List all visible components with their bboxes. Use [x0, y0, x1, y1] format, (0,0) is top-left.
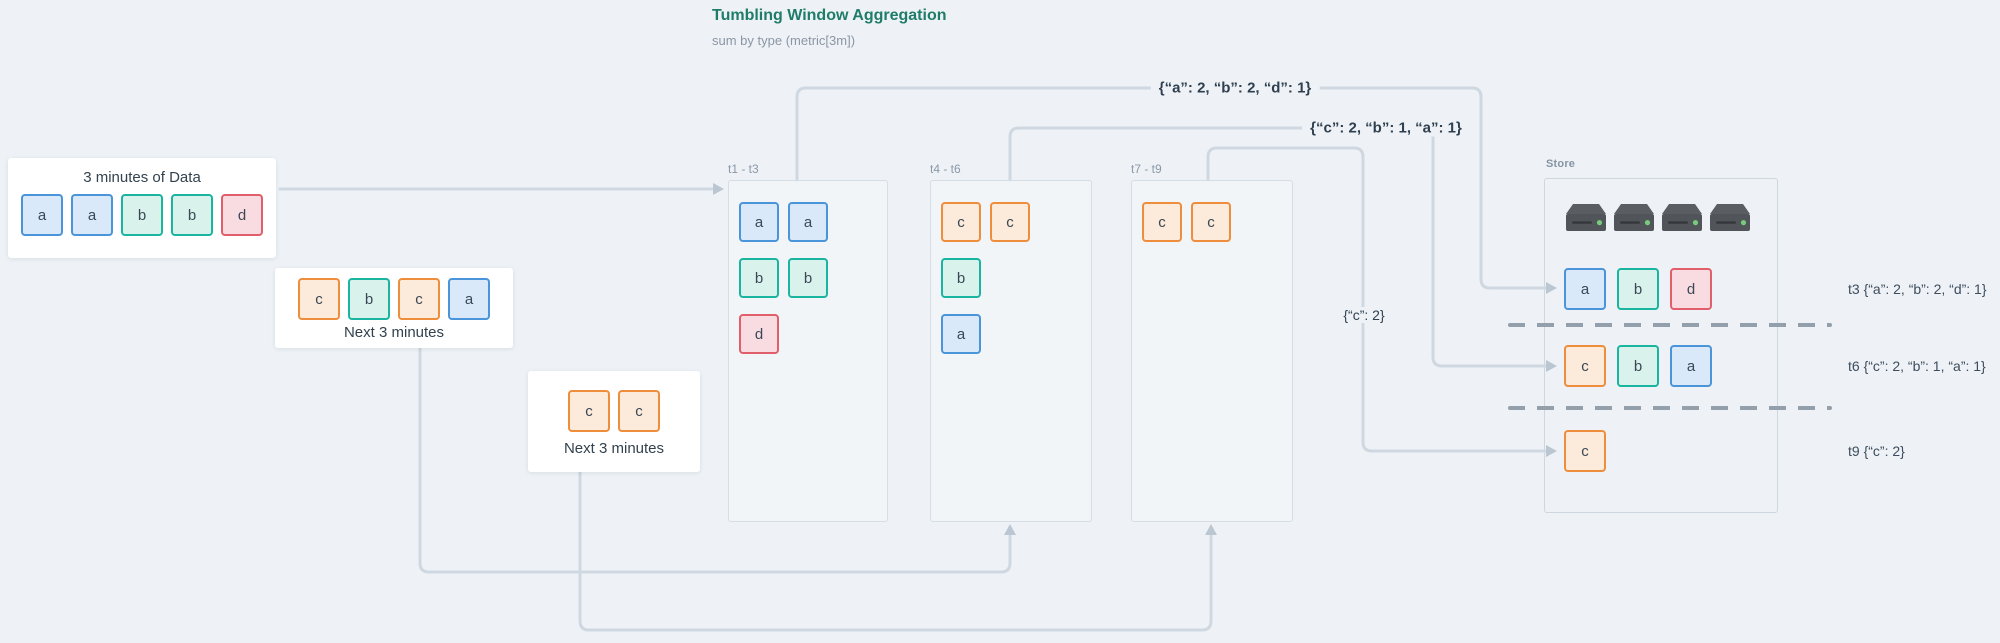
data-item-a: a	[739, 202, 779, 242]
aggregation-result-t9: {“c”: 2}	[1335, 307, 1393, 323]
data-item-c: c	[618, 390, 660, 432]
window-row: d	[739, 314, 887, 354]
data-item-c: c	[1191, 202, 1231, 242]
window-2-label: t4 - t6	[930, 162, 961, 176]
data-card-1-label: 3 minutes of Data	[83, 169, 201, 186]
arrowhead-up-icon	[1004, 524, 1016, 535]
arrowhead-right-icon	[1546, 282, 1557, 294]
store-divider-2	[1508, 406, 1832, 410]
store-label: Store	[1546, 158, 1576, 170]
data-item-c: c	[298, 278, 340, 320]
page-subtitle: sum by type (metric[3m])	[712, 33, 856, 48]
data-item-b: b	[348, 278, 390, 320]
data-item-a: a	[941, 314, 981, 354]
connector-card2-to-window2	[418, 346, 1012, 574]
server-icon	[1662, 204, 1702, 231]
store-row-t9: c	[1564, 430, 1606, 472]
arrowhead-right-icon	[713, 183, 724, 195]
arrowhead-right-icon	[1546, 360, 1557, 372]
data-item-c: c	[398, 278, 440, 320]
data-item-a: a	[1670, 345, 1712, 387]
data-item-d: d	[739, 314, 779, 354]
store-servers	[1566, 203, 1750, 233]
data-card-3-label: Next 3 minutes	[563, 440, 665, 457]
data-item-b: b	[1617, 345, 1659, 387]
window-row: b	[941, 258, 1091, 298]
server-icon	[1566, 204, 1606, 231]
arrowhead-up-icon	[1205, 524, 1217, 535]
store-row-label-t6: t6 {“c”: 2, “b”: 1, “a”: 1}	[1848, 358, 1986, 374]
data-item-d: d	[221, 194, 263, 236]
window-row: a	[941, 314, 1091, 354]
window-3-label: t7 - t9	[1131, 162, 1162, 176]
arrowhead-right-icon	[1546, 445, 1557, 457]
data-item-c: c	[941, 202, 981, 242]
store-row-label-t3: t3 {“a”: 2, “b”: 2, “d”: 1}	[1848, 281, 1987, 297]
data-item-d: d	[1670, 268, 1712, 310]
store-box	[1544, 178, 1778, 513]
data-item-b: b	[171, 194, 213, 236]
aggregation-result-t3: {“a”: 2, “b”: 2, “d”: 1}	[1150, 79, 1320, 97]
connector-window1-to-store-row1	[795, 86, 1547, 290]
data-item-a: a	[71, 194, 113, 236]
connector-card3-to-window3	[578, 470, 1213, 632]
data-item-a: a	[21, 194, 63, 236]
data-item-c: c	[990, 202, 1030, 242]
data-item-a: a	[1564, 268, 1606, 310]
data-item-c: c	[568, 390, 610, 432]
data-card-2-label: Next 3 minutes	[343, 324, 445, 341]
aggregation-result-t6: {“c”: 2, “b”: 1, “a”: 1}	[1302, 119, 1470, 137]
server-icon	[1710, 204, 1750, 231]
page-title: Tumbling Window Aggregation	[712, 7, 947, 24]
data-item-b: b	[121, 194, 163, 236]
data-item-a: a	[788, 202, 828, 242]
data-item-b: b	[941, 258, 981, 298]
store-divider-1	[1508, 323, 1832, 327]
data-item-c: c	[1564, 430, 1606, 472]
window-1-label: t1 - t3	[728, 162, 759, 176]
connector-window3-to-store-row3	[1206, 146, 1547, 453]
store-row-label-t9: t9 {“c”: 2}	[1848, 443, 1905, 459]
server-icon	[1614, 204, 1654, 231]
data-item-b: b	[1617, 268, 1659, 310]
data-item-a: a	[448, 278, 490, 320]
data-item-c: c	[1142, 202, 1182, 242]
data-item-b: b	[788, 258, 828, 298]
data-item-c: c	[1564, 345, 1606, 387]
data-item-b: b	[739, 258, 779, 298]
